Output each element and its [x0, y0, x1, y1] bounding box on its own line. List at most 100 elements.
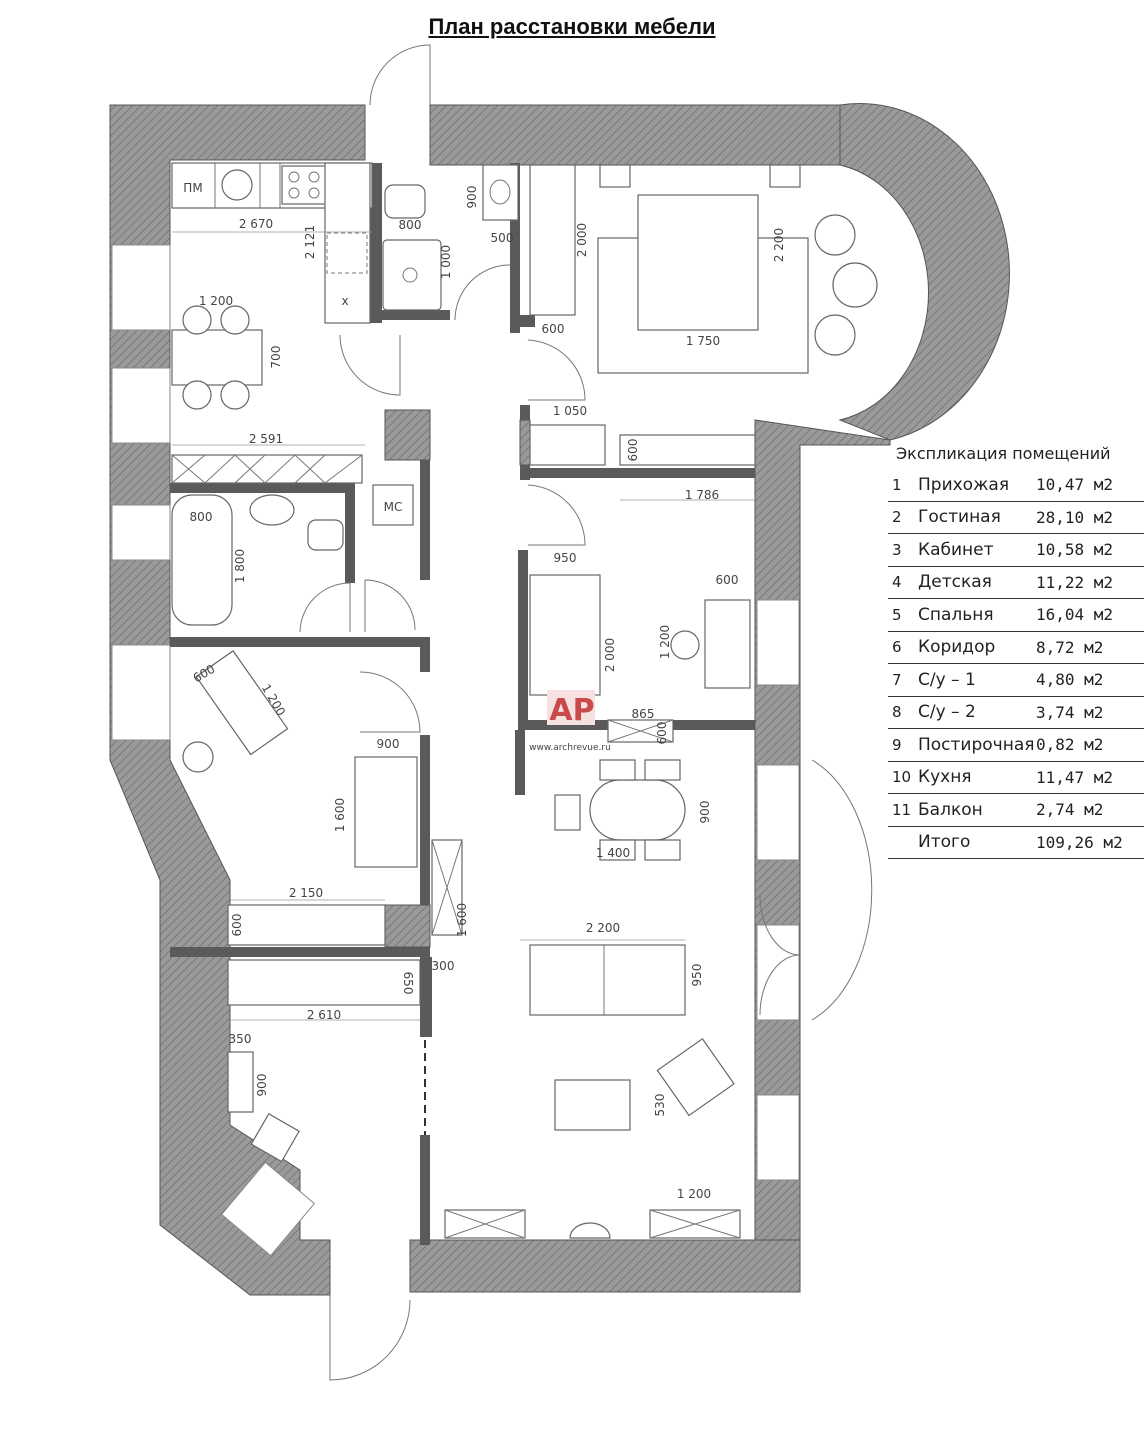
room-name: Кухня — [918, 767, 972, 788]
dimension-label: 2 610 — [307, 1008, 341, 1022]
dimension-label: 1 786 — [685, 488, 719, 502]
dining-table — [589, 779, 686, 841]
room-number: 2 — [892, 508, 902, 527]
window — [756, 599, 800, 686]
window — [756, 764, 800, 861]
dimension-label: 1 800 — [233, 549, 247, 583]
doors[interactable] — [299, 264, 801, 1016]
room-name: Постирочная — [918, 734, 1035, 755]
toilet-icon — [384, 184, 426, 219]
room-number: 8 — [892, 703, 902, 722]
dimension-label: 2 150 — [289, 886, 323, 900]
balcony-door[interactable] — [756, 924, 800, 1021]
room-area: 2,74 м2 — [1036, 800, 1104, 820]
window — [756, 1094, 800, 1181]
desk — [195, 650, 289, 756]
dimension-label: 800 — [399, 218, 422, 232]
dimension-label: 1 200 — [199, 294, 233, 308]
wall-bay — [838, 103, 1010, 441]
wall-top — [429, 104, 881, 166]
room-area: 109,26 м2 — [1036, 832, 1123, 852]
room-row: 6 Коридор 8,72 м2 — [888, 632, 1144, 664]
dimension-label: 600 — [626, 439, 640, 462]
window — [111, 644, 171, 741]
room-area: 10,47 м2 — [1036, 475, 1114, 495]
dimension-label: 300 — [432, 959, 455, 973]
dimension-label: 800 — [190, 510, 213, 524]
shower-icon — [382, 239, 442, 311]
watermark: АР www.archrevue.ru — [529, 690, 611, 753]
dimension-label: 600 — [230, 914, 244, 937]
sofa — [529, 944, 686, 1016]
dimension-label: 600 — [542, 322, 565, 336]
toilet-icon — [307, 519, 344, 551]
dimension-label: 950 — [554, 551, 577, 565]
room-number: 5 — [892, 605, 902, 624]
kitchen-column — [324, 162, 371, 324]
watermark-logo: АР — [549, 693, 594, 728]
wardrobes — [171, 164, 756, 1006]
dimension-label: 950 — [690, 964, 704, 987]
dimension-label: 900 — [255, 1074, 269, 1097]
room-name: Итого — [918, 832, 971, 853]
room-name: Гостиная — [918, 507, 1001, 528]
room-area: 0,82 м2 — [1036, 735, 1104, 755]
room-number: 9 — [892, 735, 902, 754]
room-number: 6 — [892, 638, 902, 657]
room-number: 3 — [892, 540, 902, 559]
washbasin-icon — [249, 494, 295, 526]
room-area: 8,72 м2 — [1036, 637, 1104, 657]
room-name: Коридор — [918, 637, 996, 658]
room-name: С/у – 1 — [918, 669, 976, 690]
dining-table — [171, 329, 263, 386]
bedroom — [597, 164, 878, 374]
bed — [529, 574, 601, 696]
bathrooms: МС — [171, 164, 519, 626]
room-row: 7 С/у – 1 4,80 м2 — [888, 664, 1144, 697]
sink-icon — [221, 169, 253, 201]
washbasin-icon — [482, 164, 519, 221]
dimension-label: 1 750 — [686, 334, 720, 348]
room-area: 11,22 м2 — [1036, 572, 1114, 592]
dimension-label: 2 200 — [772, 228, 786, 262]
room-number: 7 — [892, 670, 902, 689]
kitchen: ПМ x — [171, 162, 373, 410]
entrance-door[interactable] — [329, 44, 431, 1381]
room-name: Балкон — [918, 799, 983, 820]
room-area: 28,10 м2 — [1036, 507, 1114, 527]
room-area: 16,04 м2 — [1036, 605, 1114, 625]
balcony-outline — [811, 759, 873, 1021]
dimension-label: 2 200 — [586, 921, 620, 935]
dimension-label: 900 — [698, 801, 712, 824]
dimension-label: 700 — [269, 346, 283, 369]
kids-room — [529, 574, 751, 696]
dimension-label: 2 000 — [603, 638, 617, 672]
watermark-url: www.archrevue.ru — [529, 743, 611, 753]
room-number: 1 — [892, 475, 902, 494]
room-number: 4 — [892, 573, 902, 592]
desk — [704, 599, 751, 689]
room-number: 10 — [892, 768, 912, 787]
dimension-label: 2 121 — [303, 225, 317, 259]
room-name: С/у – 2 — [918, 702, 976, 723]
room-area: 4,80 м2 — [1036, 670, 1104, 690]
dimension-label: 1 600 — [333, 798, 347, 832]
study — [182, 650, 418, 1163]
plan-title: План расстановки мебели — [428, 14, 716, 39]
dimension-label: 900 — [465, 186, 479, 209]
wall-bottom — [409, 1239, 801, 1293]
room-area: 10,58 м2 — [1036, 540, 1114, 560]
washing-machine-label: МС — [384, 500, 403, 514]
dimension-label: 1 200 — [658, 625, 672, 659]
dimension-label: 650 — [401, 972, 415, 995]
dimension-label: 600 — [655, 722, 669, 745]
window — [111, 367, 171, 444]
dimension-label: 1 600 — [455, 903, 469, 937]
dimension-label: 865 — [632, 707, 655, 721]
